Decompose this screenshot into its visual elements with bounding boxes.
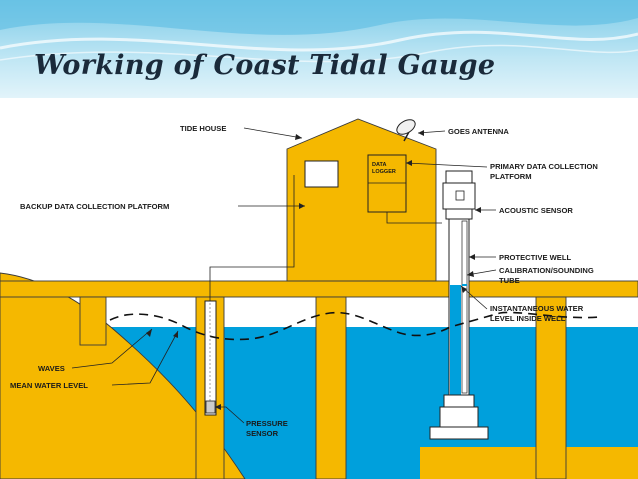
label-calibration-tube: TUBE — [499, 276, 520, 285]
tide-house — [286, 118, 437, 282]
antenna-dish-icon — [396, 119, 416, 142]
label-acoustic-sensor: ACOUSTIC SENSOR — [499, 206, 573, 215]
label-instantaneous-level: LEVEL INSIDE WELL — [490, 314, 566, 323]
seabed — [420, 447, 638, 479]
label-pressure-sensor: PRESSURE — [246, 419, 288, 428]
data-logger-label: LOGGER — [372, 169, 396, 175]
tidal-gauge-diagram: DATA LOGGER — [0, 118, 638, 479]
backup-dcp-box — [304, 160, 339, 188]
pier-pile — [79, 296, 107, 346]
label-calibration-tube: CALIBRATION/SOUNDING — [499, 266, 594, 275]
label-instantaneous-level: INSTANTANEOUS WATER — [490, 304, 584, 313]
label-goes-antenna: GOES ANTENNA — [448, 127, 509, 136]
label-primary-dcp: PRIMARY DATA COLLECTION — [490, 162, 598, 171]
pressure-sensor-tube — [204, 300, 217, 416]
header-banner — [0, 0, 638, 105]
label-waves: WAVES — [38, 364, 65, 373]
label-mean-water-level: MEAN WATER LEVEL — [10, 381, 88, 390]
label-backup-dcp: BACKUP DATA COLLECTION PLATFORM — [20, 202, 169, 211]
wave-line — [109, 311, 601, 341]
data-logger-label: DATA — [372, 162, 386, 168]
pier-deck — [0, 280, 638, 298]
pier-pile — [535, 296, 567, 479]
label-primary-dcp: PLATFORM — [490, 172, 532, 181]
label-tide-house: TIDE HOUSE — [180, 124, 226, 133]
pier-pile — [315, 296, 347, 479]
label-protective-well: PROTECTIVE WELL — [499, 253, 572, 262]
slide-title: Working of Coast Tidal Gauge — [34, 50, 496, 81]
label-pressure-sensor: SENSOR — [246, 429, 279, 438]
protective-well — [429, 170, 489, 440]
